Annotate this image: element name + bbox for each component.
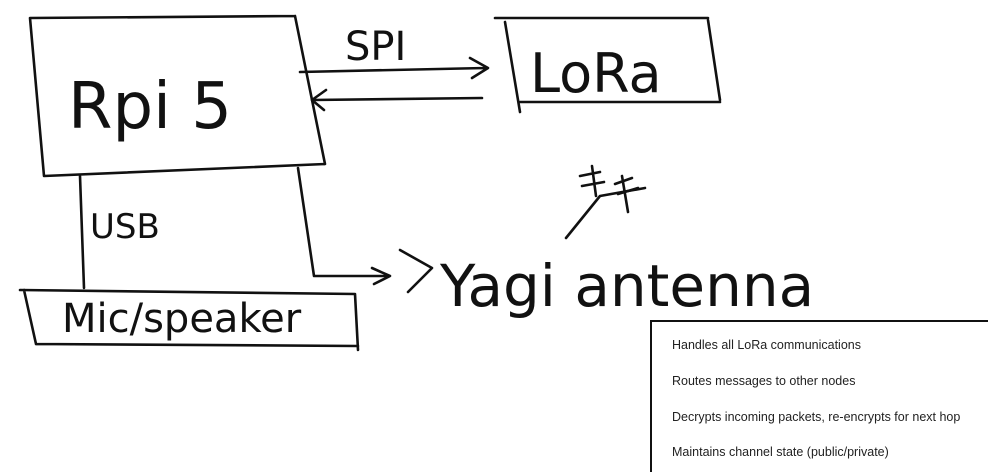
antenna-connector [296, 166, 392, 286]
rpi-box [28, 14, 327, 178]
note-item: Decrypts incoming packets, re-encrypts f… [672, 410, 961, 424]
note-item: Handles all LoRa communications [672, 338, 861, 352]
antenna-link [296, 166, 434, 294]
rpi-label: Rpi 5 [68, 70, 232, 144]
usb-line [78, 174, 86, 290]
usb-label: USB [90, 207, 160, 247]
lora-box [493, 16, 722, 114]
spi-link: SPI [298, 24, 490, 112]
notes-box: Handles all LoRa communications Routes m… [650, 320, 988, 472]
antenna-chevron [398, 248, 434, 294]
usb-link: USB [78, 174, 160, 290]
lora-node: LoRa [493, 16, 722, 114]
spi-label: SPI [345, 24, 406, 70]
note-item: Maintains channel state (public/private) [672, 445, 889, 459]
mic-label: Mic/speaker [62, 296, 302, 342]
spi-arrow-right [298, 56, 490, 80]
yagi-antenna-icon [564, 164, 647, 240]
antenna-label: Yagi antenna [439, 252, 814, 320]
antenna-node: Yagi antenna [439, 164, 814, 320]
mic-node: Mic/speaker [18, 288, 360, 352]
lora-label: LoRa [530, 42, 662, 105]
rpi-node: Rpi 5 [28, 14, 327, 178]
mic-box [18, 288, 360, 352]
note-item: Routes messages to other nodes [672, 374, 856, 388]
spi-arrow-left [310, 88, 484, 112]
